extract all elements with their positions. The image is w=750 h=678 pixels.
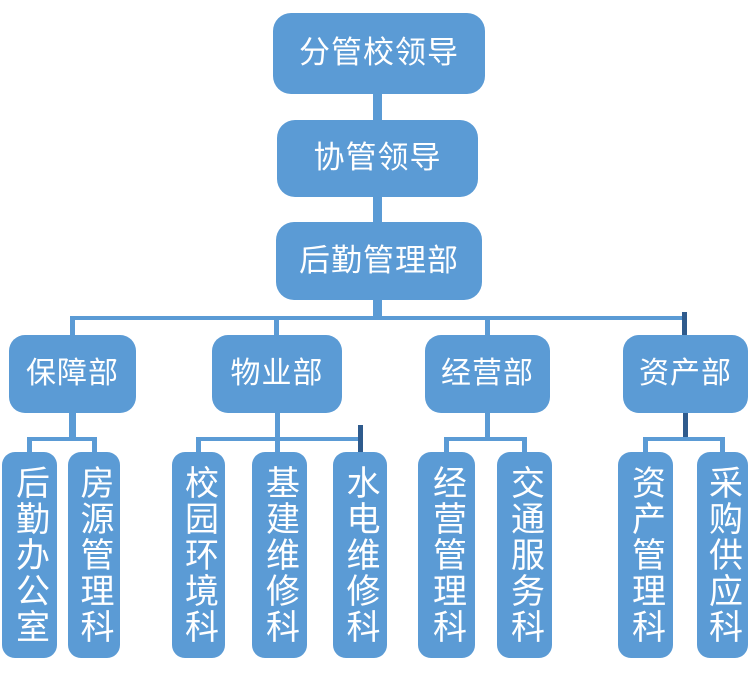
org-node-dept-operations: 经营部 xyxy=(425,335,550,413)
connector-l1-l2 xyxy=(373,93,382,121)
org-node-dept-property: 物业部 xyxy=(212,335,342,413)
connector-drop-dept1 xyxy=(70,316,75,335)
connector-dept3-drop1 xyxy=(444,437,449,452)
connector-dept4-bus xyxy=(643,437,725,441)
connector-dept1-bus xyxy=(27,437,97,441)
connector-l3-bus xyxy=(373,299,382,317)
connector-dept2-stub xyxy=(275,413,280,452)
connector-dept1-stub xyxy=(69,413,76,439)
connector-l2-l3 xyxy=(373,196,382,223)
org-node-sec-operations-mgmt: 经营管理科 xyxy=(418,452,475,658)
section-label: 采购供应科 xyxy=(702,465,743,645)
connector-drop-dept4 xyxy=(682,312,687,335)
org-node-sec-procurement: 采购供应科 xyxy=(697,452,748,658)
connector-dept1-drop1 xyxy=(27,437,32,452)
org-node-dept-support: 保障部 xyxy=(9,335,136,413)
section-label: 经营管理科 xyxy=(426,465,467,645)
section-label: 校园环境科 xyxy=(178,465,219,645)
connector-drop-dept2 xyxy=(274,316,279,335)
section-label: 交通服务科 xyxy=(504,465,545,645)
section-label: 基建维修科 xyxy=(259,465,300,645)
connector-dept1-drop2 xyxy=(92,437,97,452)
org-node-level3: 后勤管理部 xyxy=(276,222,482,300)
org-node-sec-infrastructure: 基建维修科 xyxy=(252,452,307,658)
connector-dept4-drop2 xyxy=(720,437,725,452)
connector-dept4-drop1 xyxy=(643,437,648,452)
connector-dept2-drop3 xyxy=(358,425,363,452)
connector-dept4-stub xyxy=(683,413,688,439)
connector-dept3-bus xyxy=(444,437,527,441)
org-node-level1: 分管校领导 xyxy=(273,13,485,94)
connector-dept2-drop1 xyxy=(196,437,201,452)
connector-dept2-bus xyxy=(196,437,363,441)
org-node-sec-transport: 交通服务科 xyxy=(497,452,552,658)
org-node-sec-utilities: 水电维修科 xyxy=(333,452,387,658)
org-node-sec-asset-mgmt: 资产管理科 xyxy=(618,452,673,658)
org-node-level2: 协管领导 xyxy=(277,120,478,197)
section-label: 资产管理科 xyxy=(625,465,666,645)
section-label: 后勤办公室 xyxy=(9,465,50,645)
connector-dept3-stub xyxy=(485,413,490,439)
org-node-dept-assets: 资产部 xyxy=(623,335,748,413)
org-node-sec-campus-env: 校园环境科 xyxy=(172,452,225,658)
connector-drop-dept3 xyxy=(485,316,490,335)
connector-dept3-drop2 xyxy=(522,437,527,452)
org-node-sec-housing-mgmt: 房源管理科 xyxy=(68,452,120,658)
connector-main-bus xyxy=(70,316,687,320)
section-label: 房源管理科 xyxy=(74,465,114,645)
org-node-sec-logistics-office: 后勤办公室 xyxy=(2,452,57,658)
section-label: 水电维修科 xyxy=(340,465,380,645)
